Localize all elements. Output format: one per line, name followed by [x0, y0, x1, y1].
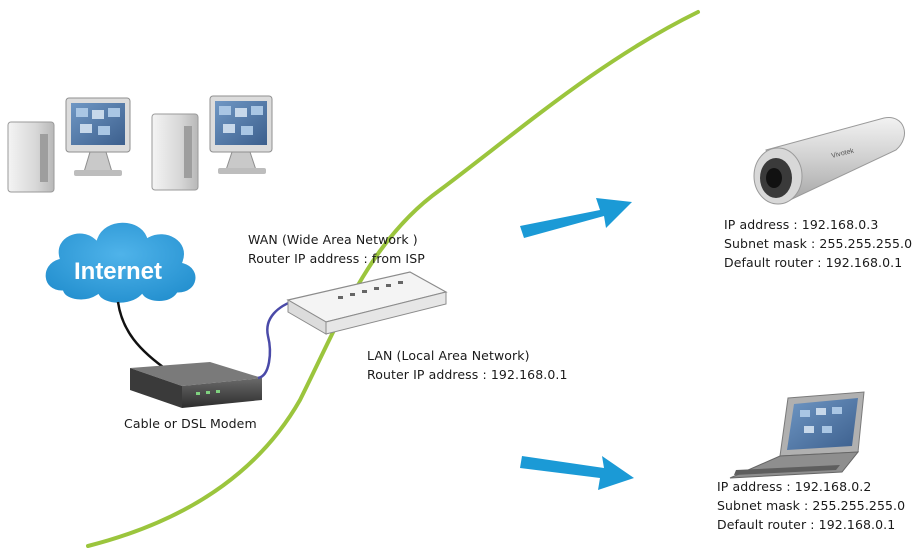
internet-cloud-icon: Internet: [42, 219, 199, 306]
wan-info: WAN (Wide Area Network ) Router IP addre…: [248, 230, 425, 268]
internet-label: Internet: [74, 258, 162, 285]
wan-title: WAN (Wide Area Network ): [248, 232, 418, 247]
laptop-network-settings: IP address : 192.168.0.2 Subnet mask : 2…: [717, 477, 905, 534]
arrow-right-icon: [520, 456, 634, 490]
modem-icon: [130, 362, 262, 408]
desktop-computer-icon: [151, 95, 273, 191]
camera-network-settings: IP address : 192.168.0.3 Subnet mask : 2…: [724, 215, 912, 272]
camera-default-router: Default router : 192.168.0.1: [724, 255, 903, 270]
laptop-ip-address: IP address : 192.168.0.2: [717, 479, 872, 494]
camera-ip-address: IP address : 192.168.0.3: [724, 217, 879, 232]
camera-subnet-mask: Subnet mask : 255.255.255.0: [724, 236, 913, 251]
lan-info: LAN (Local Area Network) Router IP addre…: [367, 346, 568, 384]
network-divider-line: [86, 10, 700, 548]
network-camera-icon: Vivotek: [753, 117, 905, 205]
laptop-icon: [729, 391, 865, 479]
arrow-right-icon: [520, 198, 632, 238]
laptop-default-router: Default router : 192.168.0.1: [717, 517, 896, 532]
laptop-subnet-mask: Subnet mask : 255.255.255.0: [717, 498, 906, 513]
internet-cable: [116, 301, 171, 374]
desktop-computer-icon: [7, 97, 131, 193]
modem-caption: Cable or DSL Modem: [124, 416, 257, 431]
lan-title: LAN (Local Area Network): [367, 348, 530, 363]
lan-router-ip: Router IP address : 192.168.0.1: [367, 367, 568, 382]
wan-router-ip: Router IP address : from ISP: [248, 251, 425, 266]
wan-cable: [257, 298, 297, 380]
router-icon: [286, 271, 448, 335]
